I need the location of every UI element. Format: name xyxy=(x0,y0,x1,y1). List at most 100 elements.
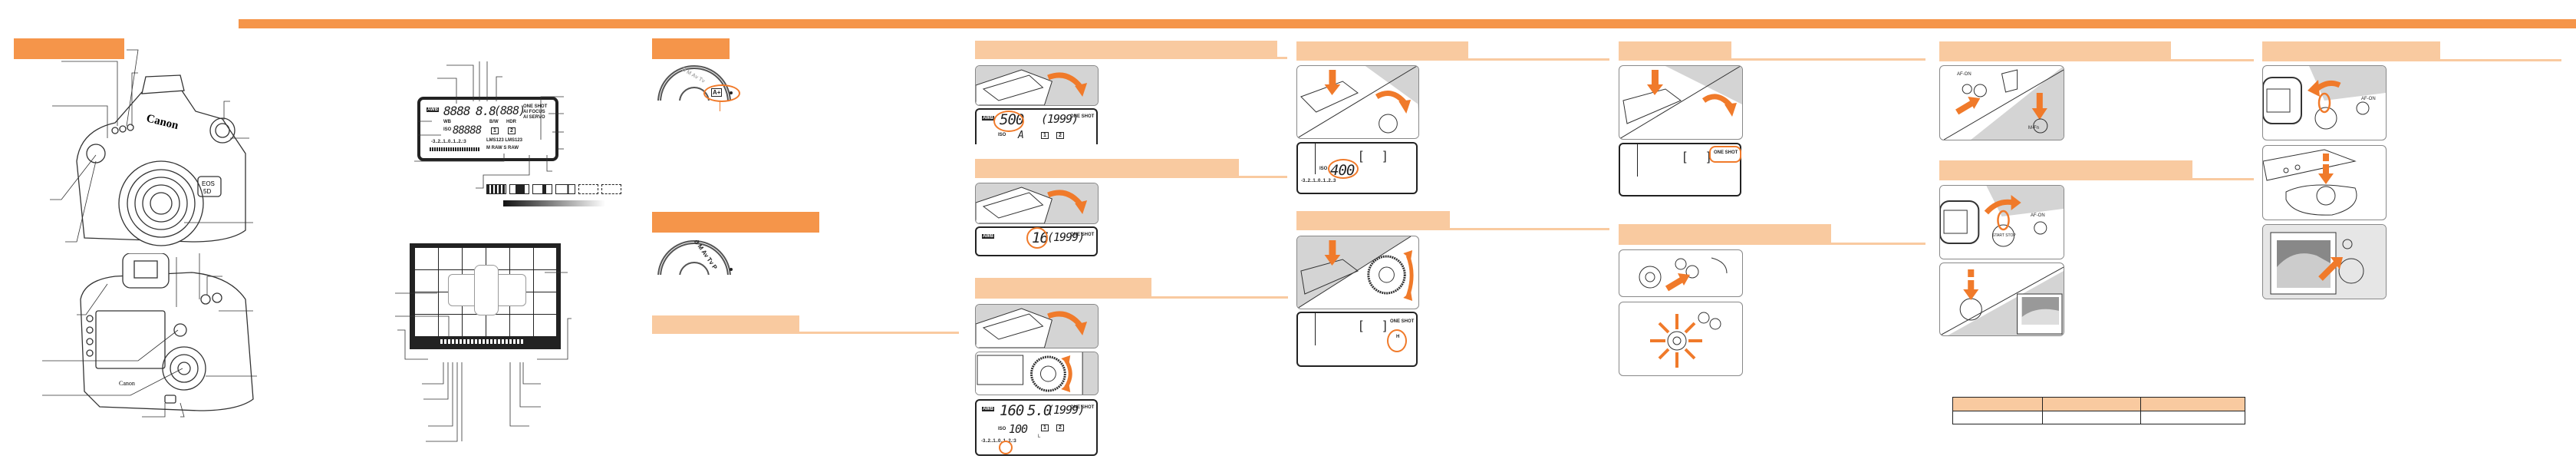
lcd-bw-label: B/W xyxy=(489,120,499,124)
lcd-divider xyxy=(1315,144,1316,174)
heading-underline xyxy=(975,296,1288,299)
battery-low-icon xyxy=(555,184,575,194)
lcd-callout-lines xyxy=(414,61,564,189)
battery-gradient-bar xyxy=(503,200,605,206)
quick-control-dial-illustration xyxy=(975,352,1099,395)
button-label-af-on: AF-ON xyxy=(2031,213,2045,218)
lcd-ai-focus-label: AI FOCUS xyxy=(523,110,545,114)
battery-level-icons xyxy=(486,184,621,194)
spot-metering-circle xyxy=(474,265,499,315)
lcd-card-2: 2 xyxy=(1056,424,1064,431)
highlight-ring xyxy=(1328,159,1359,179)
table-header-cell xyxy=(2042,397,2141,411)
lcd-aperture-value: 5.0 xyxy=(1027,402,1052,419)
table-header-cell xyxy=(2140,397,2245,411)
lcd-wb-label: WB xyxy=(443,120,451,124)
battery-empty-icon xyxy=(601,184,621,194)
lcd-one-shot-label: ONE SHOT xyxy=(523,104,548,109)
highlight-ring xyxy=(1709,146,1741,163)
lcd-card-2: 2 xyxy=(1056,132,1064,139)
top-lcd-panel-diagram: AWB 8888 8.8 (888) ONE SHOT AI FOCUS AI … xyxy=(417,97,558,161)
heading-underline xyxy=(975,176,1287,178)
lcd-card-2: 2 xyxy=(508,127,516,134)
battery-full-icon xyxy=(486,184,506,194)
lcd-divider xyxy=(1315,313,1316,345)
lcd-exposure-scale: -3..2..1..0..1..2..3 xyxy=(1301,179,1336,183)
lcd-awb-indicator: AWB xyxy=(427,107,439,112)
viewfinder-info-strip xyxy=(440,339,525,344)
lcd-card-1: 1 xyxy=(1041,424,1049,431)
multi-controller-illustration xyxy=(1619,302,1743,376)
camera-back-illustration: Canon xyxy=(42,253,257,418)
section-heading-af-point xyxy=(1619,224,1831,244)
lcd-iso-value: A xyxy=(1018,130,1024,141)
lcd-af-mode: ONE SHOT xyxy=(1070,114,1095,119)
lcd-iso-label: ISO xyxy=(998,427,1006,431)
lcd-af-mode-panel: [ ] ONE SHOT xyxy=(1619,143,1741,196)
table-cell xyxy=(2140,411,2245,424)
lcd-hdr-label: HDR xyxy=(506,120,516,124)
button-label-start-stop: START STOP xyxy=(1992,233,2016,238)
lcd-awb-indicator: AWB xyxy=(982,116,994,121)
highlight-ring xyxy=(993,111,1024,132)
heading-underline xyxy=(652,332,959,334)
lcd-shots-remaining: (1999) xyxy=(1047,230,1085,244)
button-label-m-fn: M-Fn xyxy=(2028,126,2039,130)
camera-model-label: 5D xyxy=(203,188,211,195)
battery-blinking-icon xyxy=(578,184,598,194)
highlight-ring xyxy=(1026,227,1048,249)
heading-underline xyxy=(1619,58,1925,61)
lcd-shutter-speed: AWB 500 (1999) ONE SHOT ISO A 1 2 xyxy=(975,108,1098,144)
table-header-cell xyxy=(1952,397,2043,411)
dial-index-dot xyxy=(730,268,733,271)
highlight-ring xyxy=(703,84,740,102)
section-heading-drive-mode xyxy=(1296,211,1450,230)
lcd-af-mode: ONE SHOT xyxy=(1070,405,1095,410)
heading-underline xyxy=(1939,59,2254,61)
lcd-drive-mode: [ ] ONE SHOT H xyxy=(1296,312,1418,367)
heading-underline xyxy=(1296,228,1609,230)
page-header-bar xyxy=(239,19,2576,28)
lcd-awb-indicator: AWB xyxy=(982,234,994,239)
heading-underline xyxy=(975,57,1287,59)
settings-table xyxy=(1952,397,2245,424)
section-heading-shooting xyxy=(2262,41,2440,61)
viewfinder-callout-lines xyxy=(395,272,572,442)
lcd-iso-label: ISO xyxy=(1319,167,1328,171)
lcd-shutter-value: 160 xyxy=(1000,402,1024,419)
shutter-button-illustration xyxy=(2262,145,2387,220)
table-cell xyxy=(1952,411,2043,424)
camera-front-illustration: Canon EOS 5D xyxy=(50,49,253,246)
lcd-shutter-digits: 8888 xyxy=(443,104,471,118)
lcd-bracket: [ ] xyxy=(1683,150,1711,163)
lcd-quality-label: LMS123 LMS123 xyxy=(486,138,523,143)
lcd-level-bar xyxy=(430,147,480,151)
section-heading-nomenclature xyxy=(14,38,124,59)
battery-mid-icon xyxy=(532,184,552,194)
section-heading-shutter-priority xyxy=(975,41,1277,58)
heading-underline xyxy=(1939,178,2254,180)
lcd-card-1: 1 xyxy=(1041,132,1049,139)
shutter-button-lcd-illustration xyxy=(1939,263,2064,336)
section-heading-metering xyxy=(1939,41,2171,61)
lcd-divider xyxy=(1637,144,1638,177)
table-cell xyxy=(2042,411,2141,424)
viewfinder-diagram xyxy=(410,243,561,349)
lcd-bracket: [ ] xyxy=(1359,319,1387,332)
mode-dial-creative: B M Av Tv P xyxy=(654,240,740,275)
camera-model-label: EOS xyxy=(202,180,215,187)
section-heading-live-view xyxy=(1939,160,2192,180)
lcd-af-mode: ONE SHOT xyxy=(1714,150,1738,155)
main-dial-illustration xyxy=(975,183,1099,224)
iso-button-illustration xyxy=(1296,65,1419,139)
lcd-shots-remaining: (1999) xyxy=(1047,403,1085,417)
live-view-switch-illustration: AF-ON START STOP xyxy=(1939,185,2064,259)
lcd-bracket: [ ] xyxy=(1359,150,1387,163)
section-heading-af-mode xyxy=(1619,41,1731,60)
lcd-iso-label: ISO xyxy=(998,133,1006,137)
lcd-af-mode: ONE SHOT xyxy=(1070,233,1095,237)
metering-button-illustration: AF-ON M-Fn xyxy=(1939,65,2064,140)
table-row xyxy=(1952,411,2245,424)
section-heading-auto-mode xyxy=(652,38,730,59)
section-heading-aperture-priority xyxy=(975,159,1239,177)
